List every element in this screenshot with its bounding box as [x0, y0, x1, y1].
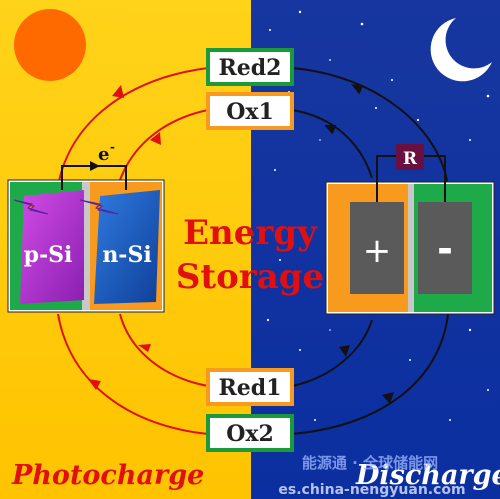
svg-text:Ox2: Ox2: [226, 421, 274, 447]
label-ox2: Ox2: [206, 414, 294, 452]
svg-text:R: R: [403, 149, 418, 169]
light-bolt-icon-2: [79, 199, 119, 215]
label-red2: Red2: [206, 48, 294, 86]
discharge-arrow-outer-bottom: [291, 313, 449, 435]
separator: [82, 182, 90, 310]
discharge-title: Discharge: [355, 460, 500, 491]
discharge-arrow-inner-top: [291, 109, 373, 179]
charge-arrow-outer-top: [57, 67, 209, 187]
discharge-arrow-outer-top: [291, 67, 449, 187]
light-bolt-icon: [13, 199, 49, 215]
n-si-label: n-Si: [102, 242, 151, 268]
label-ox1: Ox1: [206, 92, 294, 130]
photoelectrode-cell: p-Si n-Si: [7, 179, 165, 313]
battery-cell: + -: [325, 181, 495, 315]
charge-arrow-outer-bottom: [57, 313, 209, 435]
plus-sign: +: [363, 231, 392, 271]
moon-icon: [430, 18, 492, 82]
svg-text:-: -: [110, 140, 115, 154]
minus-sign: -: [437, 227, 453, 271]
watermark-line-1: 能源通 · 全球储能网: [302, 454, 438, 472]
discharge-arrow-inner-bottom: [291, 319, 373, 387]
svg-text:Red1: Red1: [219, 375, 282, 401]
svg-text:Ox1: Ox1: [226, 99, 274, 125]
charge-arrow-inner-bottom: [119, 313, 209, 387]
negative-electrode: [418, 202, 472, 294]
energy-label: Energy: [183, 213, 318, 253]
positive-electrode: [350, 202, 404, 294]
photocharge-title: Photocharge: [11, 460, 204, 491]
p-si-block: [20, 190, 84, 304]
sun-icon: [14, 9, 86, 81]
n-si-block: [94, 190, 160, 304]
svg-text:Red2: Red2: [219, 55, 282, 81]
resistor: [396, 144, 424, 170]
label-red1: Red1: [206, 368, 294, 406]
p-si-label: p-Si: [24, 242, 73, 268]
electron-wire: e -: [61, 140, 127, 190]
resistor-circuit: R: [376, 144, 446, 202]
svg-text:e: e: [98, 144, 109, 165]
watermark-line-2: es.china-nengyuan.com: [278, 482, 465, 498]
storage-label: Storage: [176, 257, 324, 297]
